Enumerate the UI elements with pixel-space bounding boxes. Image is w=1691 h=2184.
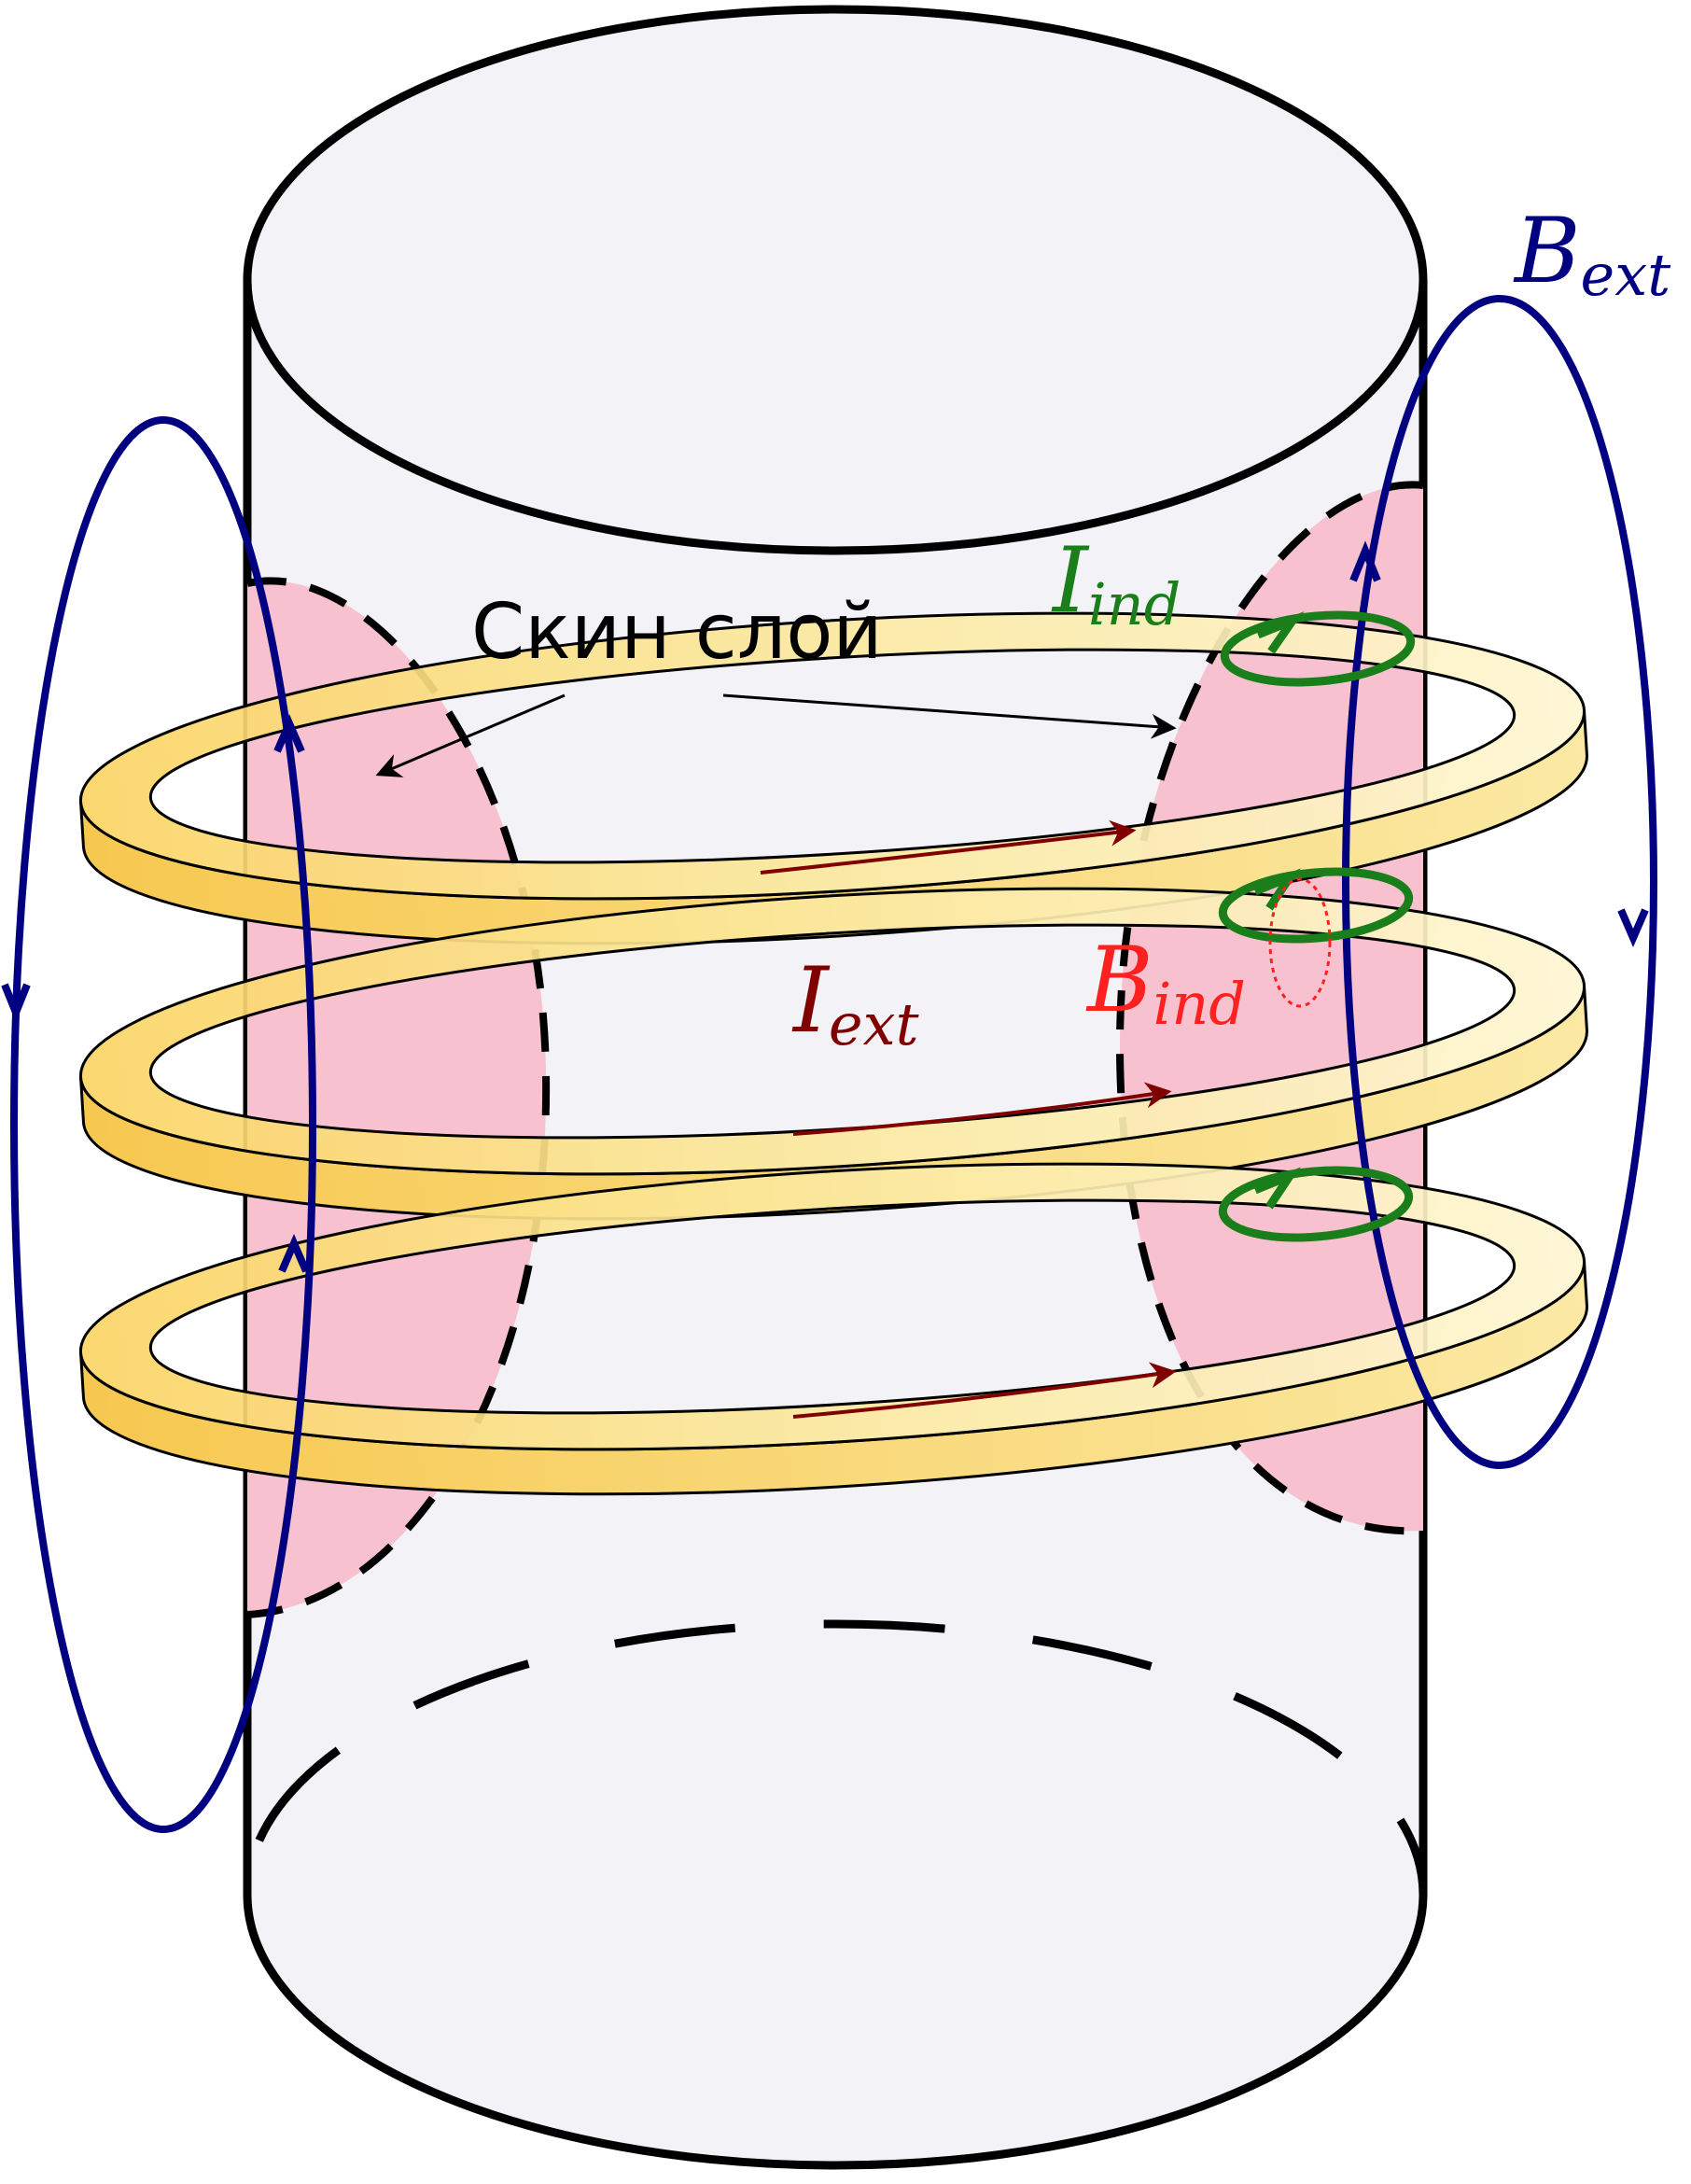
i-ind-main: I — [1051, 528, 1090, 633]
external-field-lines — [1, 295, 1657, 1833]
i-ext-arrow-1 — [760, 819, 1137, 875]
b-ind-label: Bind — [1085, 928, 1246, 1038]
b-ext-label: Bext — [1513, 199, 1670, 309]
i-ind-label: Iind — [1051, 528, 1181, 638]
cylinder-bottom-front-arc — [243, 1894, 1428, 2170]
b-ext-main: B — [1513, 199, 1581, 303]
i-ind-arrow-3 — [1253, 1167, 1301, 1210]
skin-layer-label: Скин слой — [471, 588, 883, 677]
coil-ring-1-top — [78, 611, 1586, 901]
i-ind-loop-3 — [1218, 1166, 1414, 1242]
i-ext-arrow-3 — [792, 1362, 1177, 1419]
b-ext-arrow-left-outer — [1, 983, 31, 1023]
skin-layer-pointers — [375, 693, 1177, 777]
cylinder-bottom-back-arc-hidden — [243, 1619, 1428, 1896]
external-current-arrows — [760, 819, 1177, 1419]
i-ind-arrow-1 — [1256, 611, 1305, 654]
cylinder-body — [247, 280, 1423, 2165]
cylinder-top-ellipse — [243, 5, 1428, 555]
coil-group — [78, 611, 1588, 1496]
skin-pointer-left — [375, 693, 566, 777]
b-ext-sub: ext — [1581, 241, 1671, 309]
b-ind-sub: ind — [1153, 970, 1246, 1038]
i-ext-sub: ext — [829, 990, 919, 1058]
b-ext-arrow-left-inner-upper — [273, 713, 305, 753]
i-ext-main: I — [791, 948, 831, 1053]
skin-layer-left — [247, 581, 547, 1616]
cylinder — [243, 5, 1428, 2170]
i-ind-sub: ind — [1088, 570, 1181, 638]
b-ext-arrow-right-inner — [1349, 540, 1381, 582]
b-ext-loop-left — [10, 416, 316, 1833]
i-ind-arrow-2 — [1253, 868, 1301, 911]
b-ext-arrow-left-inner-lower — [278, 1233, 310, 1273]
i-ind-loop-2 — [1218, 867, 1414, 944]
b-ext-arrow-right-outer — [1617, 908, 1649, 948]
skin-layer-right-boundary — [1115, 481, 1424, 1535]
skin-pointer-right — [722, 693, 1177, 739]
i-ext-label: Iext — [791, 948, 919, 1058]
i-ind-loop-1 — [1220, 610, 1416, 687]
induced-current-loops — [1218, 610, 1416, 1242]
coil-ring-2-top — [78, 887, 1586, 1176]
coil-ring-3-top — [78, 1162, 1586, 1451]
coil-ring-3 — [78, 1162, 1588, 1496]
b-ind-main: B — [1085, 928, 1153, 1032]
b-ext-loop-right — [1342, 295, 1657, 1469]
skin-layer-left-boundary — [246, 577, 551, 1618]
b-ind-dotted-loop — [1268, 877, 1332, 1008]
i-ext-arrow-2 — [792, 1082, 1172, 1136]
